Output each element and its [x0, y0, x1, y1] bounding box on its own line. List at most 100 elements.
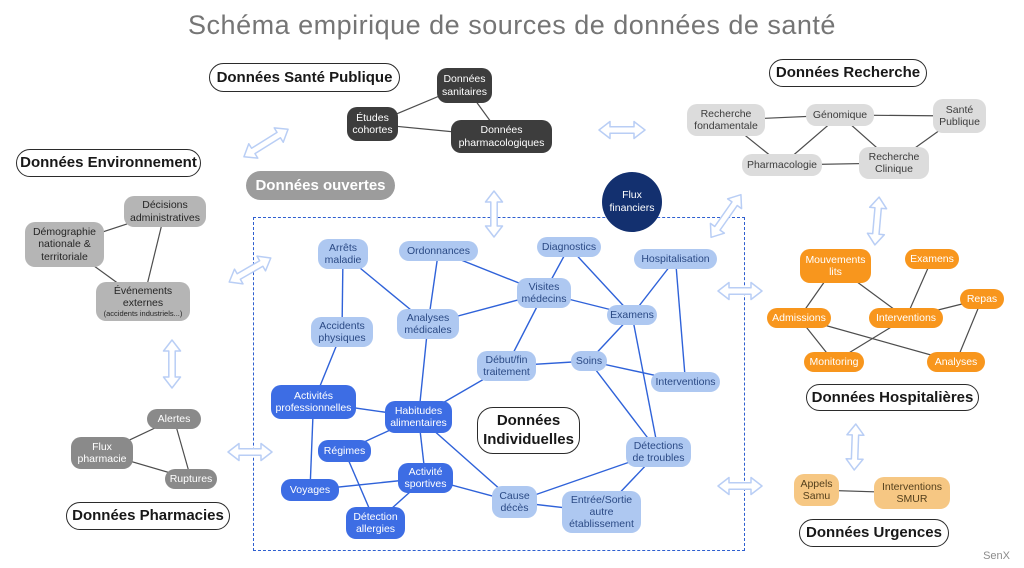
node-b_ordonnances: Ordonnances [399, 241, 478, 261]
node-b_diagnostics: Diagnostics [537, 237, 601, 257]
label: Soins [575, 354, 603, 367]
node-r_pharmacologie: Pharmacologie [742, 154, 822, 176]
node-h_analyses: Analyses [927, 352, 985, 372]
label: Données ouvertes [255, 176, 386, 194]
node-h_interventions: Interventions [869, 308, 943, 328]
cluster-label-ouvertes: Données ouvertes [246, 171, 395, 200]
node-b_act_pro: Activités professionnelles [271, 385, 356, 419]
label: Arrêts maladie [324, 241, 362, 266]
node-b_detections: Détections de troubles [626, 437, 691, 467]
node-r_clinique: Recherche Clinique [859, 147, 929, 179]
node-b_interventions: Interventions [651, 372, 720, 392]
node-b_accidents: Accidents physiques [311, 317, 373, 347]
node-p_flux: Flux pharmacie [71, 437, 133, 469]
label: Mouvements lits [805, 253, 866, 278]
label: Diagnostics [541, 240, 597, 253]
label: Santé Publique [939, 103, 980, 128]
node-b_voyages: Voyages [281, 479, 339, 501]
label: Examens [910, 252, 954, 265]
label: Voyages [289, 483, 331, 496]
exchange-arrow-icon [243, 127, 289, 159]
node-e_decisions: Décisions administratives [124, 196, 206, 227]
page-title: Schéma empirique de sources de données d… [188, 10, 836, 40]
label: Pharmacologie [746, 158, 818, 171]
label: Ruptures [169, 472, 213, 485]
label: Interventions [875, 311, 937, 324]
node-b_debutfin: Début/fin traitement [477, 351, 536, 381]
label: Admissions [772, 311, 826, 324]
node-h_admissions: Admissions [767, 308, 831, 328]
node-h_examens: Examens [905, 249, 959, 269]
label: Données Recherche [775, 64, 921, 82]
label: Examens [610, 308, 654, 321]
label: Régimes [323, 444, 366, 457]
label: Monitoring [809, 355, 859, 368]
label: Détections de troubles [632, 439, 685, 464]
watermark: SenX [983, 550, 1010, 562]
label: Données Individuelles [483, 411, 574, 448]
cluster-label-hospitalieres: Données Hospitalières [806, 384, 979, 411]
node-b_examens: Examens [607, 305, 657, 325]
label: Cause décès [499, 489, 530, 514]
label: Accidents physiques [318, 319, 366, 344]
exchange-arrow-icon [845, 423, 865, 471]
label: Génomique [812, 108, 868, 121]
node-p_ruptures: Ruptures [165, 469, 217, 489]
label: Données sanitaires [442, 73, 487, 98]
label: Activité sportives [404, 465, 447, 490]
cluster-label-individuelles: Données Individuelles [477, 407, 580, 454]
label: Appels Samu [800, 477, 833, 502]
label: Analyses [934, 355, 978, 368]
exchange-arrow-icon [866, 196, 888, 246]
exchange-arrow-icon [598, 120, 646, 140]
node-b_allergies: Détection allergies [346, 507, 405, 539]
node-u_smur: Interventions SMUR [874, 477, 950, 509]
label: Alertes [157, 412, 191, 425]
node-s_pharmaco: Données pharmacologiques [451, 120, 552, 153]
label: Habitudes alimentaires [390, 404, 447, 429]
label: Ordonnances [406, 244, 471, 257]
label: Interventions SMUR [881, 480, 943, 505]
cluster-label-recherche: Données Recherche [769, 59, 927, 87]
node-r_genomique: Génomique [806, 104, 874, 126]
label: Entrée/Sortie autre établissement [569, 493, 634, 531]
node-e_evenements: Événements externes(accidents industriel… [96, 282, 190, 321]
label: Démographie nationale & territoriale [32, 226, 97, 263]
label: Données Pharmacies [72, 507, 224, 525]
label: Flux financiers [609, 189, 655, 214]
label: Données Environnement [20, 154, 197, 172]
node-b_hospitalisation: Hospitalisation [634, 249, 717, 269]
node-b_visites: Visites médecins [517, 278, 571, 308]
label: Détection allergies [353, 510, 398, 535]
label: Recherche fondamentale [694, 107, 758, 132]
cluster-label-urgences: Données Urgences [799, 519, 949, 547]
node-s_cohortes: Études cohortes [347, 107, 398, 141]
label: Recherche Clinique [868, 150, 920, 175]
label: Repas [966, 292, 998, 305]
node-b_regimes: Régimes [318, 440, 371, 462]
node-h_repas: Repas [960, 289, 1004, 309]
node-b_soins: Soins [571, 351, 607, 371]
node-p_alertes: Alertes [147, 409, 201, 429]
label: Activités professionnelles [275, 389, 352, 414]
node-r_fondamentale: Recherche fondamentale [687, 104, 765, 136]
exchange-arrow-icon [162, 339, 182, 389]
label: Interventions [655, 375, 716, 388]
node-h_monitoring: Monitoring [804, 352, 864, 372]
cluster-label-environnement: Données Environnement [16, 149, 201, 177]
cluster-label-sante_publique: Données Santé Publique [209, 63, 400, 92]
node-b_habitudes: Habitudes alimentaires [385, 401, 452, 433]
label: Études cohortes [352, 111, 393, 136]
node-b_analyses: Analyses médicales [397, 309, 459, 339]
node-r_sante_publique: Santé Publique [933, 99, 986, 133]
label: Données Urgences [806, 524, 942, 542]
node-b_act_sport: Activité sportives [398, 463, 453, 493]
label: Analyses médicales [404, 311, 452, 336]
sub-label: (accidents industriels...) [103, 308, 183, 318]
label: Hospitalisation [641, 252, 710, 265]
node-b_entree: Entrée/Sortie autre établissement [562, 491, 641, 533]
node-flux-financiers: Flux financiers [602, 172, 662, 232]
node-u_appels: Appels Samu [794, 474, 839, 506]
node-b_cause: Cause décès [492, 486, 537, 518]
